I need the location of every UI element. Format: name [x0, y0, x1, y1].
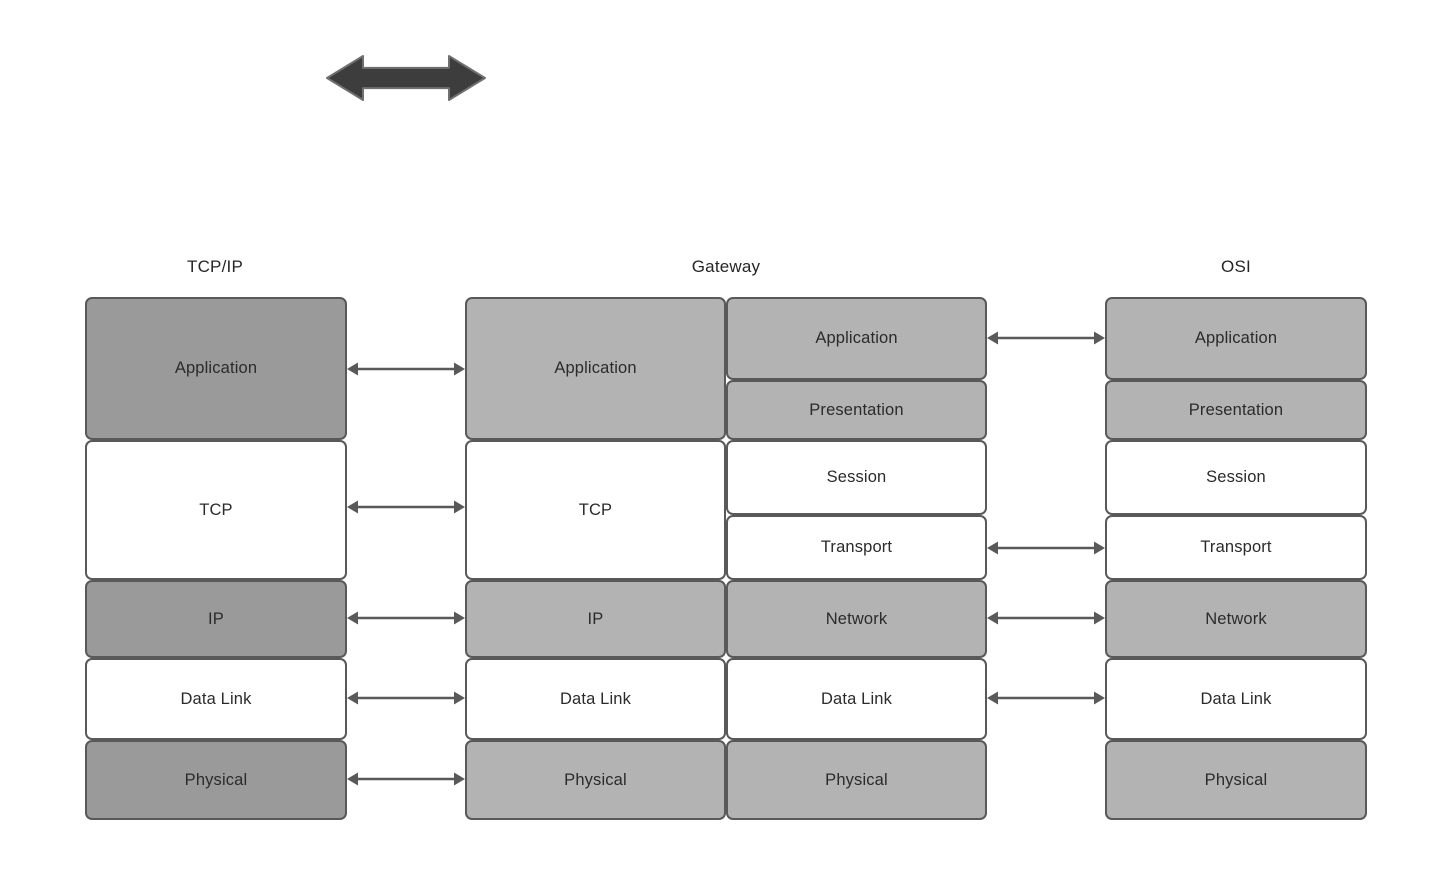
layer-box-tcpip-application[interactable]: Application [85, 297, 347, 440]
layer-box-gateway-left-physical[interactable]: Physical [465, 740, 726, 820]
layer-box-gateway-right-session[interactable]: Session [726, 440, 987, 515]
layer-box-osi-network[interactable]: Network [1105, 580, 1367, 658]
layer-box-gateway-left-tcp[interactable]: TCP [465, 440, 726, 580]
connector-arrow-left-ip [347, 611, 465, 625]
layer-box-gateway-right-physical[interactable]: Physical [726, 740, 987, 820]
column-title-osi: OSI [1221, 257, 1251, 276]
layer-box-tcpip-data-link[interactable]: Data Link [85, 658, 347, 740]
layer-box-tcpip-physical[interactable]: Physical [85, 740, 347, 820]
connector-arrow-left-tcp [347, 500, 465, 514]
layer-box-osi-session[interactable]: Session [1105, 440, 1367, 515]
column-title-gateway-left: Gateway [691, 257, 761, 276]
layer-box-osi-application[interactable]: Application [1105, 297, 1367, 380]
layer-box-gateway-right-transport[interactable]: Transport [726, 515, 987, 580]
layer-box-gateway-right-data-link[interactable]: Data Link [726, 658, 987, 740]
layer-box-gateway-right-application[interactable]: Application [726, 297, 987, 380]
layer-box-gateway-left-data-link[interactable]: Data Link [465, 658, 726, 740]
layer-box-gateway-right-presentation[interactable]: Presentation [726, 380, 987, 440]
layer-box-tcpip-ip[interactable]: IP [85, 580, 347, 658]
layer-box-osi-physical[interactable]: Physical [1105, 740, 1367, 820]
connector-arrow-left-application [347, 362, 465, 376]
layer-box-tcpip-tcp[interactable]: TCP [85, 440, 347, 580]
layer-box-osi-transport[interactable]: Transport [1105, 515, 1367, 580]
connector-arrow-right-network [987, 611, 1105, 625]
top-bidirectional-arrow-icon [326, 55, 486, 101]
layer-box-gateway-left-application[interactable]: Application [465, 297, 726, 440]
connector-arrow-right-transport [987, 541, 1105, 555]
layer-box-gateway-right-network[interactable]: Network [726, 580, 987, 658]
connector-arrow-right-application [987, 331, 1105, 345]
layer-box-gateway-left-ip[interactable]: IP [465, 580, 726, 658]
connector-arrow-left-data-link [347, 691, 465, 705]
column-title-tcpip: TCP/IP [187, 257, 243, 276]
connector-arrow-left-physical [347, 772, 465, 786]
layer-box-osi-data-link[interactable]: Data Link [1105, 658, 1367, 740]
connector-arrow-right-data-link [987, 691, 1105, 705]
layer-box-osi-presentation[interactable]: Presentation [1105, 380, 1367, 440]
